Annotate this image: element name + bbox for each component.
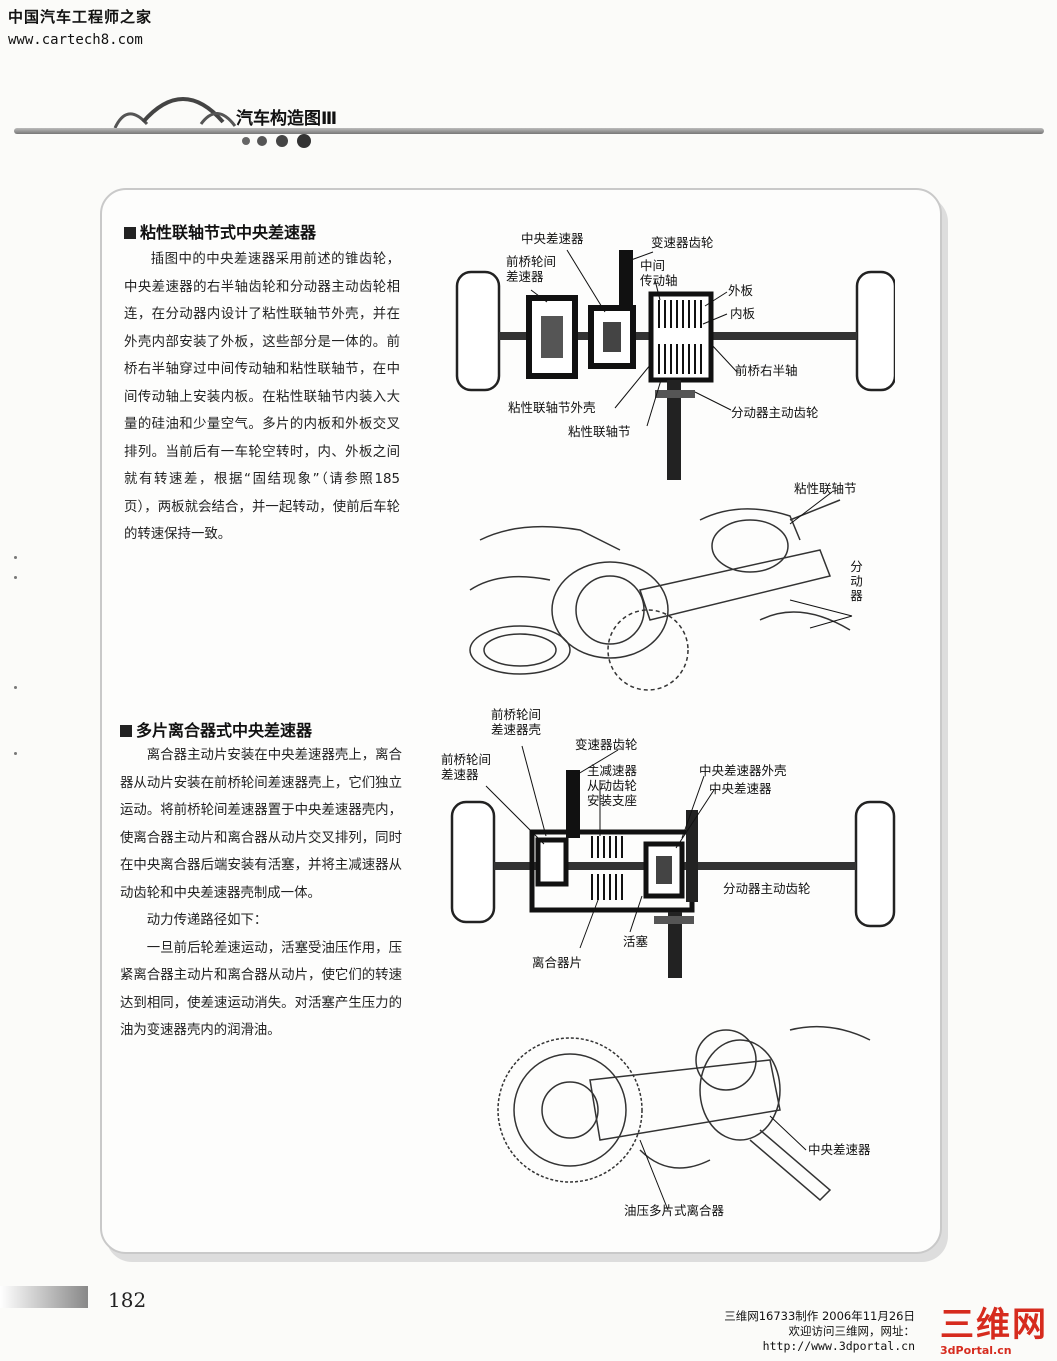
footer-credits: 三维网16733制作 2006年11月26日 欢迎访问三维网，网址： http:… <box>715 1309 915 1354</box>
footer-line-1: 三维网16733制作 2006年11月26日 <box>724 1309 915 1323</box>
header-arcs-decoration <box>113 97 237 129</box>
label-trans-gear-1: 变速器齿轮 <box>651 235 714 250</box>
header-dots-decoration <box>242 134 311 148</box>
label-transfer-drive-gear-2: 分动器主动齿轮 <box>723 881 811 896</box>
bullet-square-icon <box>120 725 132 737</box>
diagram-viscous-coupling-schematic <box>455 249 895 480</box>
label-clutch-plates: 离合器片 <box>532 955 583 970</box>
label-front-diff-1: 前桥轮间 差速器 <box>506 254 557 284</box>
illustration-multiplate-clutch-cutaway <box>497 1025 871 1211</box>
label-center-diff-3: 中央差速器 <box>808 1142 871 1157</box>
section2-title: 多片离合器式中央差速器 <box>120 717 312 741</box>
section1-title: 粘性联轴节式中央差速器 <box>124 219 316 243</box>
label-inner-plate-1: 内板 <box>730 306 756 321</box>
label-front-diff-2: 前桥轮间 差速器 <box>441 752 492 782</box>
illustration-viscous-coupling-cutaway <box>469 491 853 691</box>
margin-dot <box>14 686 17 689</box>
margin-dot <box>14 752 17 755</box>
label-trans-gear-2: 变速器齿轮 <box>575 737 638 752</box>
label-piston: 活塞 <box>623 934 649 949</box>
site-url: www.cartech8.com <box>8 32 143 48</box>
margin-dot <box>14 556 17 559</box>
label-final-driven-mount: 主减速器 从动齿轮 安装支座 <box>587 763 638 808</box>
label-vc-1: 粘性联轴节 <box>568 424 631 439</box>
site-logo: 三维网 3dPortal.cn <box>940 1305 1055 1361</box>
logo-text: 三维网 <box>940 1305 1048 1345</box>
section1-paragraph: 插图中的中央差速器采用前述的锥齿轮，中央差速器的右半轴齿轮和分动器主动齿轮相连，… <box>124 252 400 542</box>
logo-subtext: 3dPortal.cn <box>940 1344 1012 1357</box>
footer-line-2: 欢迎访问三维网，网址： <box>788 1324 916 1338</box>
footer-line-3: http://www.3dportal.cn <box>762 1339 915 1353</box>
section2-paragraph-3: 一旦前后轮差速运动，活塞受油压作用，压紧离合器主动片和离合器从动片，使它们的转速… <box>120 940 402 1039</box>
page-tab-decoration <box>0 1286 88 1308</box>
bullet-square-icon <box>124 227 136 239</box>
label-center-diff-1: 中央差速器 <box>521 231 584 246</box>
book-title: 汽车构造图Ⅲ <box>236 109 338 129</box>
label-front-right-shaft-1: 前桥右半轴 <box>735 363 798 378</box>
label-transfer-vertical: 分动器 <box>848 560 863 604</box>
label-outer-plate-1: 外板 <box>728 283 754 298</box>
label-front-diff-case-2: 前桥轮间 差速器壳 <box>491 707 542 737</box>
label-hydraulic-clutch: 油压多片式离合器 <box>624 1203 725 1218</box>
section2-paragraph-1: 离合器主动片安装在中央差速器壳上，离合器从动片安装在前桥轮间差速器壳上，它们独立… <box>120 748 402 901</box>
label-center-diff-2: 中央差速器 <box>709 781 772 796</box>
page-number: 182 <box>108 1288 147 1312</box>
label-vc-case-1: 粘性联轴节外壳 <box>508 400 596 415</box>
label-vc-2: 粘性联轴节 <box>794 481 857 496</box>
header-bar <box>14 128 1044 134</box>
label-mid-shaft-1: 中间 传动轴 <box>640 258 678 288</box>
label-transfer-drive-gear-1: 分动器主动齿轮 <box>731 405 819 420</box>
diagram-multiplate-clutch-schematic <box>450 745 896 978</box>
section2-paragraph-2: 动力传递路径如下： <box>146 913 268 928</box>
section2-body: 离合器主动片安装在中央差速器壳上，离合器从动片安装在前桥轮间差速器壳上，它们独立… <box>120 742 402 1045</box>
margin-dot <box>14 576 17 579</box>
content-frame <box>100 188 942 1254</box>
label-center-case-2: 中央差速器外壳 <box>699 763 787 778</box>
section2-title-text: 多片离合器式中央差速器 <box>136 721 313 740</box>
site-name: 中国汽车工程师之家 <box>8 8 153 26</box>
section1-title-text: 粘性联轴节式中央差速器 <box>140 223 317 242</box>
